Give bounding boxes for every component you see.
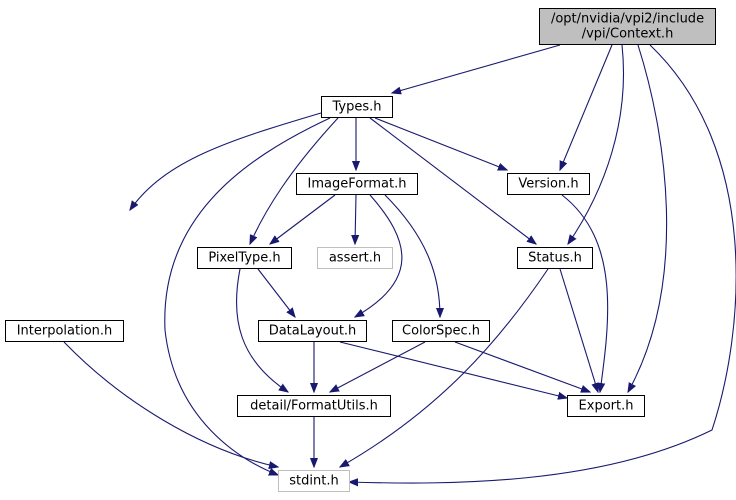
edge-pixeltype-to-formatutils bbox=[235, 268, 288, 392]
node-stdint-label: stdint.h bbox=[289, 474, 338, 489]
node-status-box bbox=[517, 247, 593, 269]
node-formatutils-label: detail/FormatUtils.h bbox=[250, 399, 378, 414]
edge-context-to-export bbox=[628, 44, 668, 392]
edge-version-to-export bbox=[561, 194, 609, 392]
node-assert-box bbox=[317, 247, 393, 269]
node-datalayout-label: DataLayout.h bbox=[269, 324, 357, 339]
node-imageformat-box bbox=[296, 173, 418, 195]
edge-imageformat-to-pixeltype bbox=[270, 194, 336, 244]
node-context-label: /vpi/Context.h bbox=[582, 27, 674, 42]
edge-imageformat-to-colorspec bbox=[384, 194, 440, 317]
node-types-box bbox=[321, 96, 393, 118]
node-status[interactable]: Status.h bbox=[517, 247, 593, 269]
node-version[interactable]: Version.h bbox=[507, 173, 590, 195]
node-export[interactable]: Export.h bbox=[567, 395, 645, 417]
node-context[interactable]: /opt/nvidia/vpi2/include/vpi/Context.h bbox=[539, 8, 716, 45]
edge-interpolation-to-stdint bbox=[63, 341, 278, 467]
edge-types-to-interpolation bbox=[130, 112, 322, 210]
node-types-label: Types.h bbox=[331, 100, 381, 115]
edges-layer bbox=[63, 44, 736, 483]
node-types[interactable]: Types.h bbox=[321, 96, 393, 118]
edge-colorspec-to-formatutils bbox=[330, 341, 426, 392]
node-interpolation-box bbox=[5, 320, 124, 342]
edge-types-to-stdint bbox=[164, 117, 331, 476]
node-assert[interactable]: assert.h bbox=[317, 247, 393, 269]
node-imageformat-label: ImageFormat.h bbox=[308, 177, 407, 192]
edge-colorspec-to-export bbox=[454, 341, 590, 392]
edge-types-to-status bbox=[369, 117, 536, 244]
nodes-layer: /opt/nvidia/vpi2/include/vpi/Context.hTy… bbox=[5, 8, 716, 492]
node-version-label: Version.h bbox=[518, 177, 578, 192]
node-context-label: /opt/nvidia/vpi2/include bbox=[551, 12, 704, 27]
node-imageformat[interactable]: ImageFormat.h bbox=[296, 173, 418, 195]
edge-context-to-stdint bbox=[349, 44, 736, 483]
node-pixeltype-box bbox=[197, 247, 292, 269]
node-pixeltype-label: PixelType.h bbox=[208, 251, 280, 266]
node-stdint-box bbox=[278, 470, 350, 492]
node-status-label: Status.h bbox=[528, 251, 582, 266]
node-datalayout[interactable]: DataLayout.h bbox=[258, 320, 367, 342]
node-export-label: Export.h bbox=[579, 399, 634, 414]
node-export-box bbox=[567, 395, 645, 417]
edge-context-to-types bbox=[392, 44, 561, 93]
edge-pixeltype-to-datalayout bbox=[257, 268, 295, 317]
edge-status-to-stdint bbox=[340, 268, 549, 467]
node-colorspec-label: ColorSpec.h bbox=[402, 324, 480, 339]
node-version-box bbox=[507, 173, 590, 195]
node-formatutils-box bbox=[237, 395, 391, 417]
node-pixeltype[interactable]: PixelType.h bbox=[197, 247, 292, 269]
node-colorspec-box bbox=[392, 320, 490, 342]
edge-types-to-version bbox=[374, 117, 507, 171]
edge-imageformat-to-datalayout bbox=[355, 194, 403, 317]
node-assert-label: assert.h bbox=[329, 251, 381, 266]
node-stdint[interactable]: stdint.h bbox=[278, 470, 350, 492]
node-interpolation[interactable]: Interpolation.h bbox=[5, 320, 124, 342]
node-formatutils[interactable]: detail/FormatUtils.h bbox=[237, 395, 391, 417]
edge-context-to-version bbox=[560, 44, 613, 170]
edge-imageformat-to-assert bbox=[355, 194, 356, 244]
node-interpolation-label: Interpolation.h bbox=[17, 324, 113, 339]
node-datalayout-box bbox=[258, 320, 367, 342]
edge-types-to-pixeltype bbox=[250, 117, 339, 244]
node-context-box bbox=[539, 8, 716, 45]
node-colorspec[interactable]: ColorSpec.h bbox=[392, 320, 490, 342]
edge-datalayout-to-export bbox=[339, 341, 567, 398]
edge-status-to-export bbox=[559, 268, 598, 392]
edge-context-to-status bbox=[568, 44, 625, 244]
